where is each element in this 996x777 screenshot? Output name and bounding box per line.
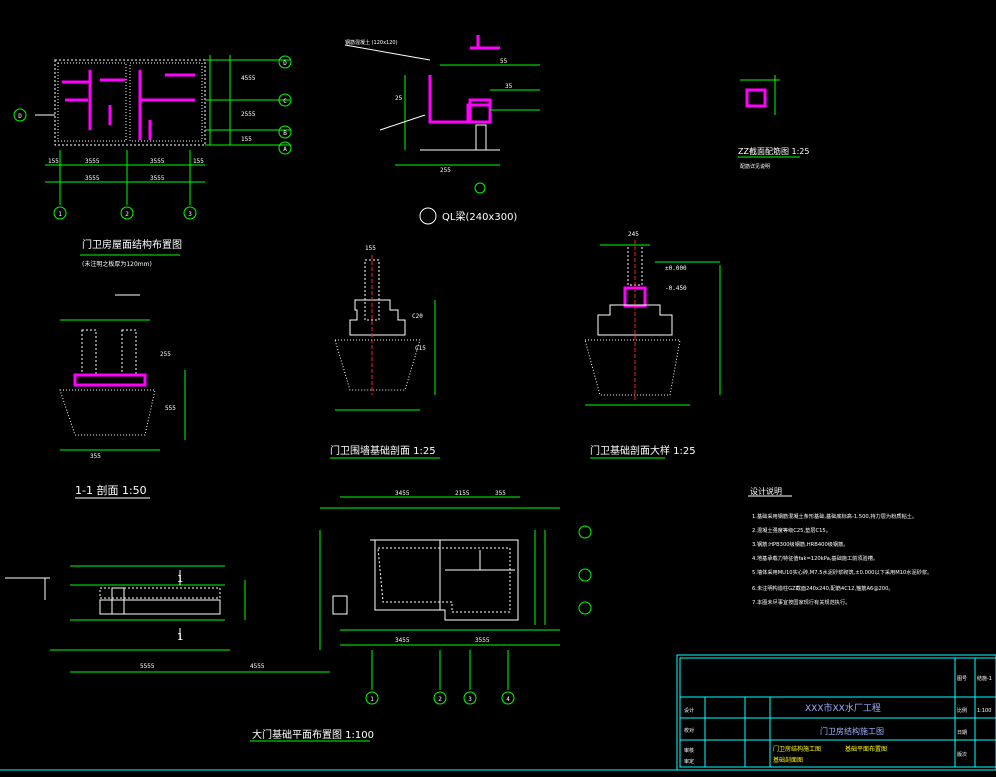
notes-line-1: 1.基础采用钢筋混凝土条形基础,基础底标高-1.500,持力层为粉质粘土。 — [752, 512, 917, 520]
axis-label-3: 3 — [188, 211, 192, 218]
section11-label-1: 555 — [165, 405, 176, 412]
fp-axis-4: 4 — [506, 696, 510, 703]
dim-right-1: 4555 — [241, 75, 256, 82]
dim-bottom-2: 3555 — [85, 158, 100, 165]
foundation-plan-drawing — [250, 496, 592, 742]
dim-bottom-1: 155 — [48, 158, 59, 165]
wall-plan-dim-1: 5555 — [140, 663, 155, 670]
dim-bottom2-1: 3555 — [85, 175, 100, 182]
gate-section-label-1: 245 — [628, 231, 639, 238]
wall-plan-drawing — [5, 565, 330, 673]
axis-label-right-3: B — [283, 130, 287, 137]
dim-right-3: 155 — [241, 136, 252, 143]
notes-line-4: 4.地基承载力特征值fak=120kPa,基础施工前须验槽。 — [752, 554, 878, 562]
gate-section-drawing — [584, 240, 721, 459]
beam-label-1: 25 — [395, 95, 403, 102]
wall-section-label-1: C20 — [412, 313, 423, 320]
beam-label-3: 35 — [505, 83, 513, 90]
title-block-right-4: 版次 — [957, 751, 967, 758]
wall-section-title: 门卫围墙基础剖面 1:25 — [330, 444, 436, 457]
fp-dim-top-3: 355 — [495, 490, 506, 497]
notes-line-3: 3.钢筋:HPB300级钢筋,HRB400级钢筋。 — [752, 540, 849, 548]
section-1-1-title: 1-1 剖面 1:50 — [75, 483, 147, 497]
wall-section-label-3: 155 — [365, 245, 376, 252]
roof-plan-title: 门卫房屋面结构布置图 — [82, 238, 182, 251]
beam-note-1: 钢筋混凝土 (120x120) — [345, 39, 398, 46]
section11-label-3: 255 — [160, 351, 171, 358]
axis-label-2: 2 — [125, 211, 129, 218]
roof-plan-subtitle: (未注明之板厚为120mm) — [82, 260, 152, 268]
gate-section-label-3: -0.450 — [665, 285, 687, 292]
axis-label-1: 1 — [58, 211, 62, 218]
axis-label-right-4: A — [283, 146, 287, 153]
axis-label-right-2: C — [283, 98, 287, 105]
dim-right-2: 2555 — [241, 111, 256, 118]
title-block-cell-b: 基础平面布置图 — [845, 745, 887, 753]
axis-label-left: D — [18, 113, 22, 120]
title-block-frame — [0, 654, 996, 771]
title-block-project: XXX市XX水厂工程 — [805, 702, 881, 714]
gate-section-label-2: ±0.000 — [665, 265, 687, 272]
title-block-right-3: 日期 — [957, 730, 967, 736]
notes-heading: 设计说明 — [750, 486, 782, 496]
wall-section-label-2: C15 — [415, 345, 426, 352]
title-block-row-4: 审定 — [684, 758, 694, 765]
roof-plan-drawing — [13, 55, 292, 256]
title-block-row-1: 设计 — [684, 707, 694, 714]
axis-label-right-1: D — [283, 60, 287, 67]
zz-section-title: ZZ截面配筋图 1:25 — [738, 146, 809, 156]
fp-dim-top-1: 3455 — [395, 490, 410, 497]
zz-section-drawing — [738, 75, 800, 158]
section-mark-1-bottom: 1 — [177, 632, 183, 643]
section-1-1-drawing — [59, 294, 186, 499]
title-block-right-2: 比例 — [957, 707, 967, 714]
notes-line-6: 6.未注明构造柱GZ截面240x240,配筋4C12,箍筋A6@200。 — [752, 584, 894, 592]
fp-axis-1: 1 — [370, 696, 374, 703]
dim-bottom-4: 155 — [193, 158, 204, 165]
section-mark-1-top: 1 — [177, 574, 183, 585]
wall-section-drawing — [330, 255, 440, 459]
beam-label-4: 255 — [440, 167, 451, 174]
dim-bottom-3: 3555 — [150, 158, 165, 165]
title-block-drawing-name: 门卫房结构施工图 — [820, 726, 884, 736]
beam-detail-drawing — [344, 35, 540, 225]
title-block-value-2: 1:100 — [977, 708, 991, 714]
fp-dim-top-2: 2155 — [455, 490, 470, 497]
gate-section-title: 门卫基础剖面大样 1:25 — [590, 444, 696, 457]
fp-axis-2: 2 — [438, 696, 442, 703]
wall-plan-dim-2: 4555 — [250, 663, 265, 670]
notes-line-5: 5.墙体采用MU10实心砖,M7.5水泥砂浆砌筑,±0.000以下采用M10水泥… — [752, 568, 932, 576]
title-block-cell-a: 门卫房结构施工图 — [773, 745, 821, 753]
fp-dim-bottom-2: 3555 — [475, 637, 490, 644]
notes-line-7: 7.本图未尽事宜按国家现行有关规范执行。 — [752, 598, 850, 606]
dim-bottom2-2: 3555 — [150, 175, 165, 182]
fp-axis-3: 3 — [468, 696, 472, 703]
title-block-row-2: 校对 — [684, 727, 694, 734]
section11-label-2: 355 — [90, 453, 101, 460]
title-block-right-1: 图号 — [957, 676, 967, 682]
foundation-plan-title: 大门基础平面布置图 1:100 — [252, 728, 374, 741]
zz-section-note: 配筋详见说明 — [740, 163, 770, 170]
notes-line-2: 2.混凝土强度等级C25,垫层C15。 — [752, 526, 831, 534]
title-block-cell-c: 基础剖面图 — [773, 756, 803, 764]
title-block-value-1: 结施-1 — [977, 675, 992, 682]
fp-dim-bottom-1: 3455 — [395, 637, 410, 644]
beam-detail-title: QL梁(240x300) — [442, 210, 517, 223]
title-block-row-3: 审核 — [684, 747, 694, 754]
beam-label-2: 55 — [500, 58, 508, 65]
